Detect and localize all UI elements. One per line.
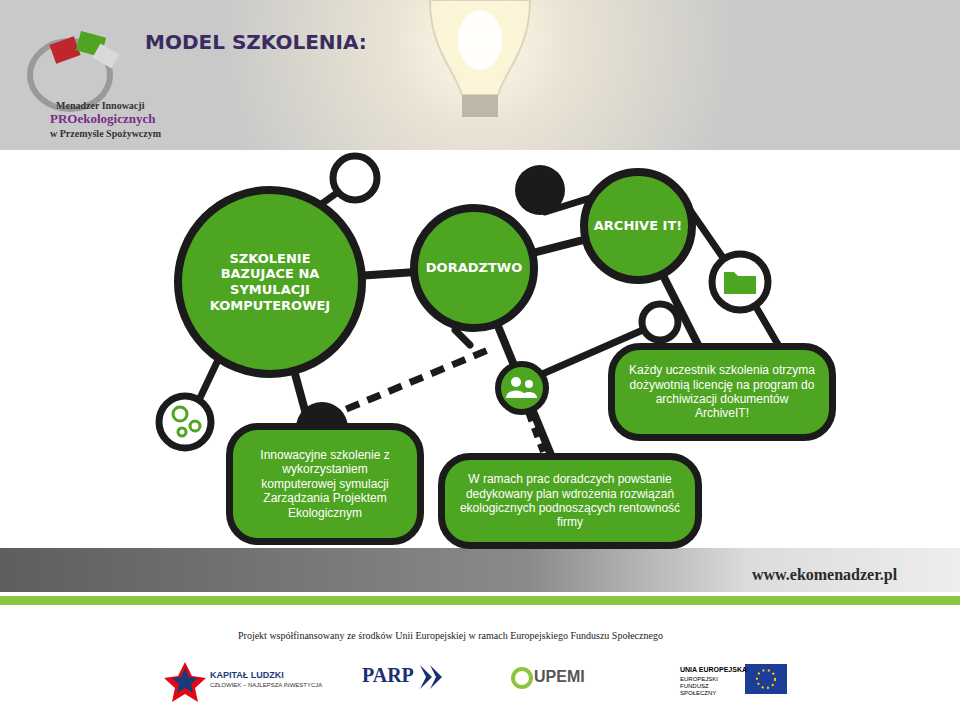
- connector-line: [663, 276, 698, 345]
- connector-stroke: [364, 272, 412, 275]
- circle-node: DORADZTWO: [410, 204, 538, 332]
- connector-line: [295, 373, 309, 425]
- logo-text: PROekologicznych: [50, 111, 155, 127]
- node-text: Każdy uczestnik szkolenia otrzyma dożywo…: [628, 363, 816, 421]
- node-text: Innowacyjne szkolenie z wykorzystaniem k…: [246, 448, 404, 520]
- node-text: W ramach prac doradczych powstanie dedyk…: [458, 472, 682, 530]
- sponsor-logos: [164, 662, 787, 702]
- funding-note: Projekt współfinansowany ze środków Unii…: [238, 630, 663, 641]
- logo-text: w Przemyśle Spożywczym: [50, 128, 161, 139]
- connector-line: [534, 240, 584, 253]
- connector-stroke: [498, 325, 551, 455]
- rounded-box: Innowacyjne szkolenie z wykorzystaniem k…: [226, 423, 424, 545]
- sponsor-name: UNIA EUROPEJSKA: [680, 666, 747, 673]
- connector-line: [364, 272, 412, 275]
- logo-text: Menadzer Innowacji: [56, 100, 144, 111]
- logo-art: [30, 31, 120, 109]
- node-text: SZKOLENIE BAZUJACE NA SYMULACJI KOMPUTER…: [199, 251, 341, 313]
- sponsor-name: KAPITAŁ LUDZKI: [210, 670, 284, 680]
- rounded-box: Każdy uczestnik szkolenia otrzyma dożywo…: [608, 343, 836, 441]
- sponsor-name: UPEMI: [534, 668, 585, 686]
- sponsor-slogan: CZŁOWIEK – NAJLEPSZA INWESTYCJA: [210, 682, 322, 688]
- connector-stroke: [663, 276, 698, 345]
- node-text: ARCHIVE IT!: [589, 218, 688, 234]
- sponsor-name: PARP: [362, 664, 414, 687]
- connector-stroke: [534, 240, 584, 253]
- circle-node: SZKOLENIE BAZUJACE NA SYMULACJI KOMPUTER…: [174, 186, 366, 378]
- rounded-box: W ramach prac doradczych powstanie dedyk…: [438, 453, 702, 549]
- website-url: www.ekomenadzer.pl: [752, 566, 897, 584]
- circle-node: ARCHIVE IT!: [580, 168, 696, 284]
- connector-stroke: [295, 373, 309, 425]
- page-title: MODEL SZKOLENIA:: [145, 30, 367, 54]
- connector-line: [498, 325, 551, 455]
- node-text: DORADZTWO: [420, 260, 529, 276]
- sponsor-name: EUROPEJSKI FUNDUSZ SPOŁECZNY: [680, 676, 742, 697]
